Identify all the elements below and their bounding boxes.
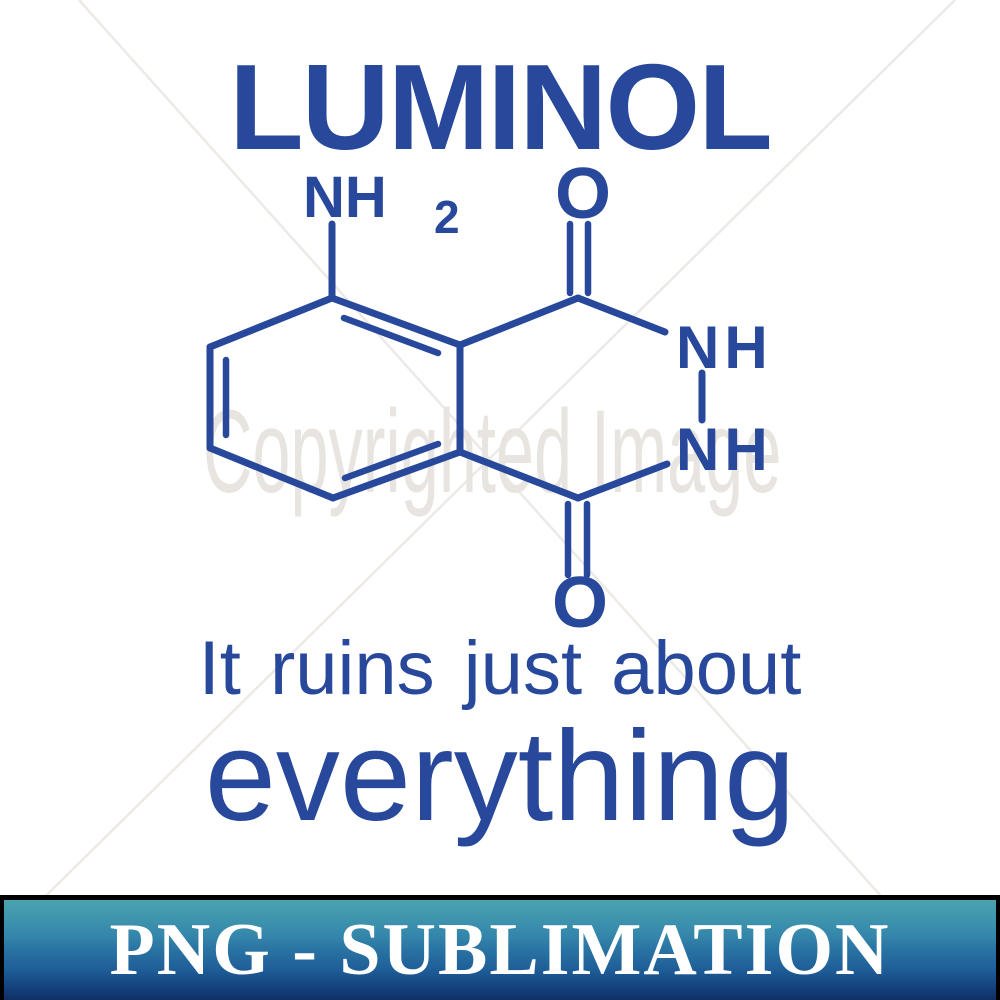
footer-banner-gradient: PNG - SUBLIMATION (4, 900, 996, 1000)
watermark-text: Copyrighted Image (203, 386, 782, 518)
design-title: LUMINOL (229, 39, 773, 175)
double-bond-line (340, 314, 442, 357)
tagline-line2: everything (204, 705, 796, 848)
bond-line (206, 444, 337, 502)
watermark-line (78, 0, 975, 1000)
tagline-line1: It ruins just about (198, 626, 802, 711)
amine-subscript: 2 (434, 191, 460, 243)
bond-line (456, 294, 582, 349)
bond-line (328, 294, 464, 349)
amide-nh-bottom-label: NH (676, 416, 773, 483)
bond-line (206, 294, 336, 351)
amine-label: NH (303, 165, 387, 230)
bond-line (574, 460, 671, 502)
double-bond-line (341, 440, 442, 482)
carbonyl-bottom-oxygen-label: O (552, 563, 608, 643)
watermark-line (0, 0, 956, 942)
bond-line (329, 448, 464, 502)
bond-line (456, 448, 582, 502)
bond-line (574, 294, 669, 336)
amide-nh-top-label: NH (676, 314, 773, 381)
carbonyl-top-oxygen-label: O (555, 154, 611, 234)
footer-banner: PNG - SUBLIMATION (0, 895, 1000, 1000)
footer-banner-label: PNG - SUBLIMATION (109, 909, 891, 991)
